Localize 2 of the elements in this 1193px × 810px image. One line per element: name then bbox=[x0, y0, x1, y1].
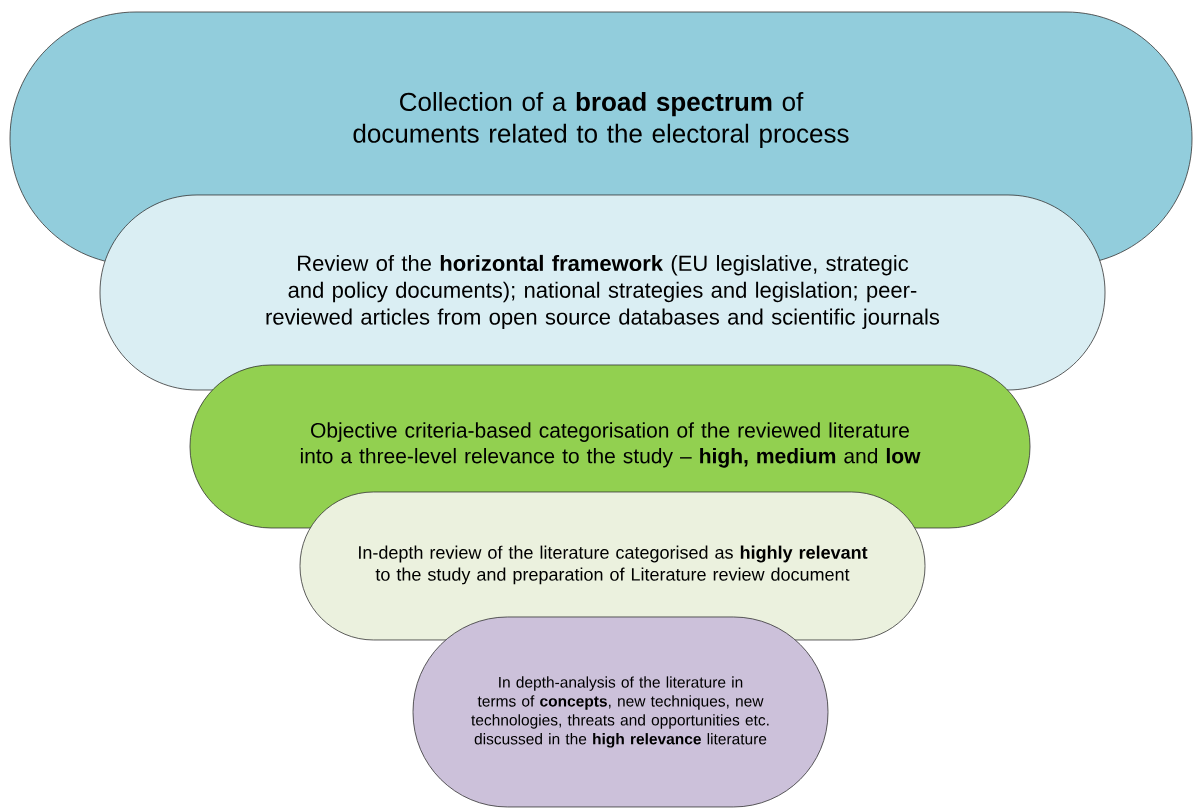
rounded-box: In depth-analysis of the literature in terms of concepts, new techniques, new technologies, threats and opportunities etc. discussed in the high relevance literature bbox=[412, 616, 829, 808]
rounded-box: In-depth review of the literature categorised as highly relevant to the study and preparation of Literature review document bbox=[299, 491, 926, 641]
